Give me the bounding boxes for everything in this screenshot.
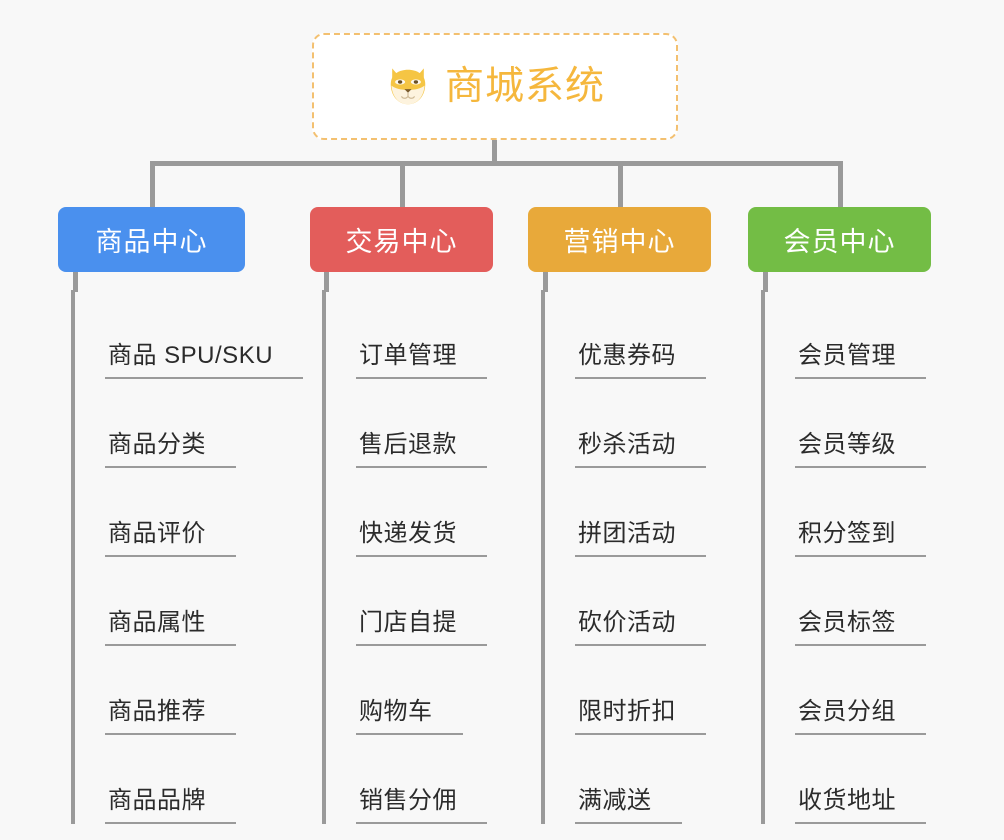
leaf-item[interactable]: 商品属性 xyxy=(75,557,301,646)
leaf-label: 秒杀活动 xyxy=(575,431,706,468)
leaf-item[interactable]: 会员管理 xyxy=(765,290,961,379)
leaf-item[interactable]: 限时折扣 xyxy=(545,646,741,735)
branch-node-1[interactable]: 商品中心 xyxy=(58,207,245,272)
branch-label-2: 交易中心 xyxy=(345,227,458,257)
leaf-column-4: 会员管理 会员等级 积分签到 会员标签 会员分组 收货地址 xyxy=(761,290,961,824)
leaf-label: 商品推荐 xyxy=(105,698,236,735)
root-node[interactable]: 商城系统 xyxy=(312,33,678,140)
leaf-label: 积分签到 xyxy=(795,520,926,557)
connector-drop-2 xyxy=(400,161,405,209)
connector-stub-1 xyxy=(73,270,78,292)
leaf-label: 会员等级 xyxy=(795,431,926,468)
leaf-label: 销售分佣 xyxy=(356,787,487,824)
branch-node-3[interactable]: 营销中心 xyxy=(528,207,711,272)
leaf-item[interactable]: 快递发货 xyxy=(326,468,522,557)
leaf-item[interactable]: 商品推荐 xyxy=(75,646,301,735)
leaf-label: 拼团活动 xyxy=(575,520,706,557)
leaf-item[interactable]: 订单管理 xyxy=(326,290,522,379)
leaf-item[interactable]: 收货地址 xyxy=(765,735,961,824)
leaf-item[interactable]: 砍价活动 xyxy=(545,557,741,646)
leaf-item[interactable]: 售后退款 xyxy=(326,379,522,468)
leaf-item[interactable]: 商品品牌 xyxy=(75,735,301,824)
branch-label-3: 营销中心 xyxy=(563,227,676,257)
connector-stub-4 xyxy=(763,270,768,292)
leaf-label: 收货地址 xyxy=(795,787,926,824)
connector-stub-2 xyxy=(324,270,329,292)
leaf-label: 会员管理 xyxy=(795,342,926,379)
leaf-label: 商品品牌 xyxy=(105,787,236,824)
branch-node-2[interactable]: 交易中心 xyxy=(310,207,493,272)
connector-stub-3 xyxy=(543,270,548,292)
leaf-label: 商品 SPU/SKU xyxy=(105,342,304,379)
leaf-item[interactable]: 会员分组 xyxy=(765,646,961,735)
leaf-item[interactable]: 会员等级 xyxy=(765,379,961,468)
leaf-item[interactable]: 购物车 xyxy=(326,646,522,735)
leaf-label: 快递发货 xyxy=(356,520,487,557)
shiba-dog-icon xyxy=(390,67,426,104)
leaf-label: 商品评价 xyxy=(105,520,236,557)
leaf-label: 商品属性 xyxy=(105,609,236,646)
leaf-item[interactable]: 商品评价 xyxy=(75,468,301,557)
leaf-item[interactable]: 积分签到 xyxy=(765,468,961,557)
leaf-item[interactable]: 商品分类 xyxy=(75,379,301,468)
leaf-item[interactable]: 优惠券码 xyxy=(545,290,741,379)
leaf-label: 购物车 xyxy=(356,698,463,735)
leaf-item[interactable]: 秒杀活动 xyxy=(545,379,741,468)
leaf-label: 门店自提 xyxy=(356,609,487,646)
root-title: 商城系统 xyxy=(444,65,605,108)
connector-horizontal-bus xyxy=(150,161,842,166)
leaf-column-1: 商品 SPU/SKU 商品分类 商品评价 商品属性 商品推荐 商品品牌 xyxy=(71,290,304,824)
leaf-label: 限时折扣 xyxy=(575,698,706,735)
leaf-item[interactable]: 门店自提 xyxy=(326,557,522,646)
leaf-item[interactable]: 销售分佣 xyxy=(326,735,522,824)
connector-drop-4 xyxy=(838,161,843,209)
leaf-column-2: 订单管理 售后退款 快递发货 门店自提 购物车 销售分佣 xyxy=(322,290,522,824)
leaf-item[interactable]: 会员标签 xyxy=(765,557,961,646)
leaf-label: 会员标签 xyxy=(795,609,926,646)
connector-drop-1 xyxy=(150,161,155,209)
connector-drop-3 xyxy=(618,161,623,209)
leaf-column-3: 优惠券码 秒杀活动 拼团活动 砍价活动 限时折扣 满减送 xyxy=(541,290,741,824)
leaf-item[interactable]: 拼团活动 xyxy=(545,468,741,557)
leaf-item[interactable]: 商品 SPU/SKU xyxy=(75,290,304,379)
branch-label-4: 会员中心 xyxy=(783,227,896,257)
leaf-item[interactable]: 满减送 xyxy=(545,735,741,824)
connector-root-stem xyxy=(492,140,497,165)
branch-label-1: 商品中心 xyxy=(95,227,208,257)
leaf-label: 订单管理 xyxy=(356,342,487,379)
leaf-label: 砍价活动 xyxy=(575,609,706,646)
leaf-label: 会员分组 xyxy=(795,698,926,735)
leaf-label: 优惠券码 xyxy=(575,342,706,379)
leaf-label: 满减送 xyxy=(575,787,682,824)
leaf-label: 售后退款 xyxy=(356,431,487,468)
leaf-label: 商品分类 xyxy=(105,431,236,468)
branch-node-4[interactable]: 会员中心 xyxy=(748,207,931,272)
